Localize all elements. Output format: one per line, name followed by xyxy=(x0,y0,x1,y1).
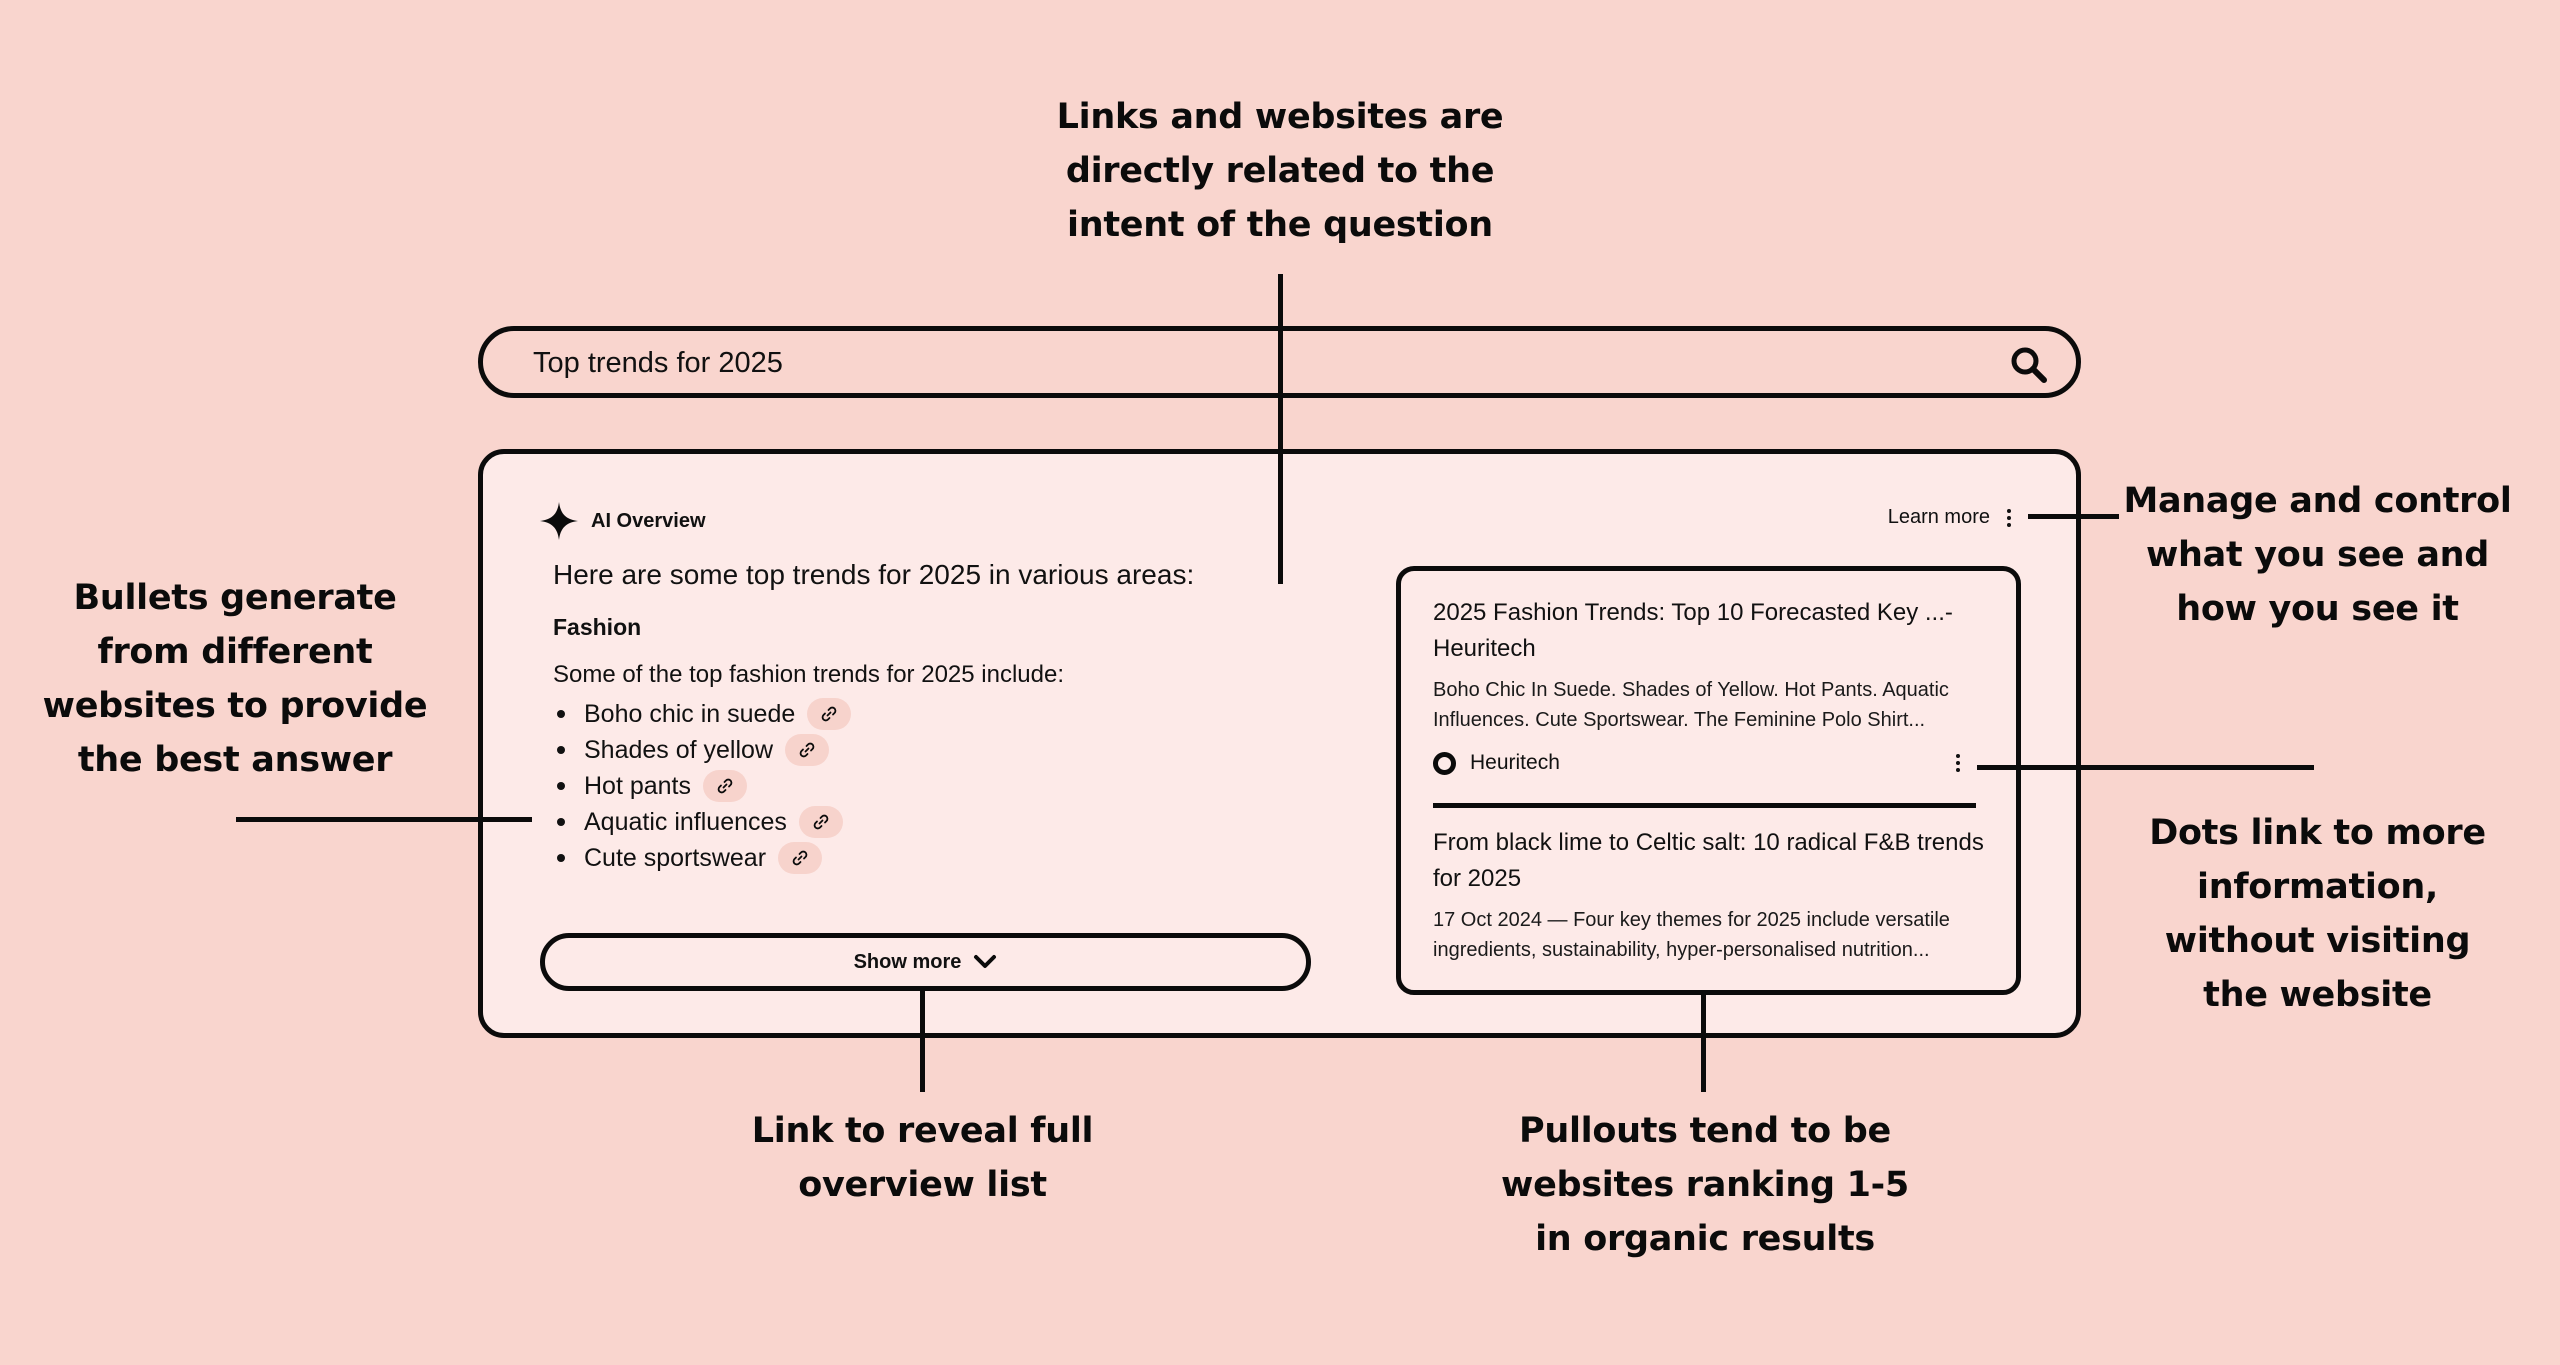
annotation-top: Links and websites are directly related … xyxy=(1030,90,1530,252)
annotation-line: Link to reveal full xyxy=(751,1111,1094,1151)
source-row: Heuritech xyxy=(1433,751,1963,775)
bullet-label: Hot pants xyxy=(584,771,692,800)
annotation-line: without visiting xyxy=(2164,921,2471,961)
annotation-line: Pullouts tend to be xyxy=(1519,1111,1891,1151)
ai-overview-header: AI Overview xyxy=(539,501,706,541)
ai-overview-label: AI Overview xyxy=(591,509,706,532)
list-item: Shades of yellow xyxy=(553,732,851,768)
link-icon xyxy=(821,706,837,722)
overview-intro: Here are some top trends for 2025 in var… xyxy=(553,559,1195,590)
annotation-line: websites to provide xyxy=(42,686,428,726)
learn-more-label[interactable]: Learn more xyxy=(1887,506,1990,528)
bullet-label: Shades of yellow xyxy=(584,735,774,764)
list-item: Aquatic influences xyxy=(553,804,851,840)
connector-line-pullouts xyxy=(1701,990,1706,1092)
link-icon xyxy=(792,850,808,866)
annotation-line: Manage and control xyxy=(2123,481,2512,521)
bullet-dot xyxy=(557,782,565,790)
learn-more-link[interactable]: Learn more xyxy=(1888,506,2014,529)
connector-line-learn-more xyxy=(2028,514,2119,519)
link-icon xyxy=(717,778,733,794)
source-logo-icon xyxy=(1433,751,1456,775)
pullout-results-card: 2025 Fashion Trends: Top 10 Forecasted K… xyxy=(1396,566,2021,995)
link-icon xyxy=(799,742,815,758)
result-title[interactable]: 2025 Fashion Trends: Top 10 Forecasted K… xyxy=(1433,599,1953,662)
annotation-line: overview list xyxy=(798,1165,1047,1205)
pullout-result[interactable]: From black lime to Celtic salt: 10 radic… xyxy=(1433,825,1993,965)
annotation-left: Bullets generate from different websites… xyxy=(30,571,440,787)
list-item: Cute sportswear xyxy=(553,840,851,876)
trend-bullet-list: Boho chic in suede Shades of yellow Hot … xyxy=(553,696,852,876)
source-link-button[interactable] xyxy=(703,770,748,802)
more-options-icon[interactable] xyxy=(2004,507,2014,528)
annotation-line: directly related to the xyxy=(1065,151,1495,191)
connector-line-dots xyxy=(1977,765,2314,770)
annotation-right-bottom: Dots link to more information, without v… xyxy=(2115,806,2520,1022)
search-icon[interactable] xyxy=(2008,344,2050,386)
annotation-line: intent of the question xyxy=(1067,205,1493,245)
sparkle-icon xyxy=(540,502,578,540)
list-item: Hot pants xyxy=(553,768,851,804)
source-link-button[interactable] xyxy=(798,806,843,838)
source-name: Heuritech xyxy=(1470,751,1560,774)
annotation-line: how you see it xyxy=(2176,589,2459,629)
chevron-down-icon xyxy=(974,955,997,968)
result-snippet: 17 Oct 2024 — Four key themes for 2025 i… xyxy=(1433,909,1950,961)
pullout-result[interactable]: 2025 Fashion Trends: Top 10 Forecasted K… xyxy=(1433,595,1993,735)
result-divider xyxy=(1433,803,1976,808)
search-input[interactable] xyxy=(533,343,1933,383)
bullet-dot xyxy=(557,854,565,862)
annotation-line: from different xyxy=(97,632,373,672)
annotation-line: Bullets generate xyxy=(73,578,397,618)
result-snippet: Boho Chic In Suede. Shades of Yellow. Ho… xyxy=(1433,679,1949,731)
annotation-line: what you see and xyxy=(2145,535,2490,575)
bullet-label: Boho chic in suede xyxy=(584,699,796,728)
source-link-button[interactable] xyxy=(807,698,852,730)
bullet-label: Cute sportswear xyxy=(584,843,767,872)
annotation-line: Dots link to more xyxy=(2149,813,2486,853)
bullet-dot xyxy=(557,818,565,826)
annotation-line: in organic results xyxy=(1535,1219,1875,1259)
bullet-dot xyxy=(557,710,565,718)
show-more-label[interactable]: Show more xyxy=(853,950,962,973)
annotation-line: Links and websites are xyxy=(1056,97,1504,137)
more-options-icon[interactable] xyxy=(1953,753,1963,774)
connector-line-show-more xyxy=(920,988,925,1092)
section-title: Fashion xyxy=(553,614,642,640)
annotation-line: the best answer xyxy=(77,740,393,780)
annotation-line: the website xyxy=(2203,975,2432,1015)
annotation-bottom-right: Pullouts tend to be websites ranking 1-5… xyxy=(1500,1104,1910,1266)
ai-overview-card: AI Overview Learn more Here are some top… xyxy=(478,449,2081,1038)
list-item: Boho chic in suede xyxy=(553,696,852,732)
connector-line-left xyxy=(236,817,532,822)
annotation-bottom-left: Link to reveal full overview list xyxy=(720,1104,1125,1212)
annotation-line: information, xyxy=(2197,867,2438,907)
link-icon xyxy=(813,814,829,830)
source-link-button[interactable] xyxy=(785,734,830,766)
show-more-button[interactable]: Show more xyxy=(540,933,1311,991)
bullet-label: Aquatic influences xyxy=(584,807,787,836)
bullet-dot xyxy=(557,746,565,754)
connector-line-top xyxy=(1278,274,1283,584)
source-link-button[interactable] xyxy=(778,842,823,874)
annotation-line: websites ranking 1-5 xyxy=(1501,1165,1909,1205)
annotation-right-top: Manage and control what you see and how … xyxy=(2115,474,2520,636)
section-subtitle: Some of the top fashion trends for 2025 … xyxy=(553,661,1064,688)
result-title[interactable]: From black lime to Celtic salt: 10 radic… xyxy=(1433,829,1984,892)
